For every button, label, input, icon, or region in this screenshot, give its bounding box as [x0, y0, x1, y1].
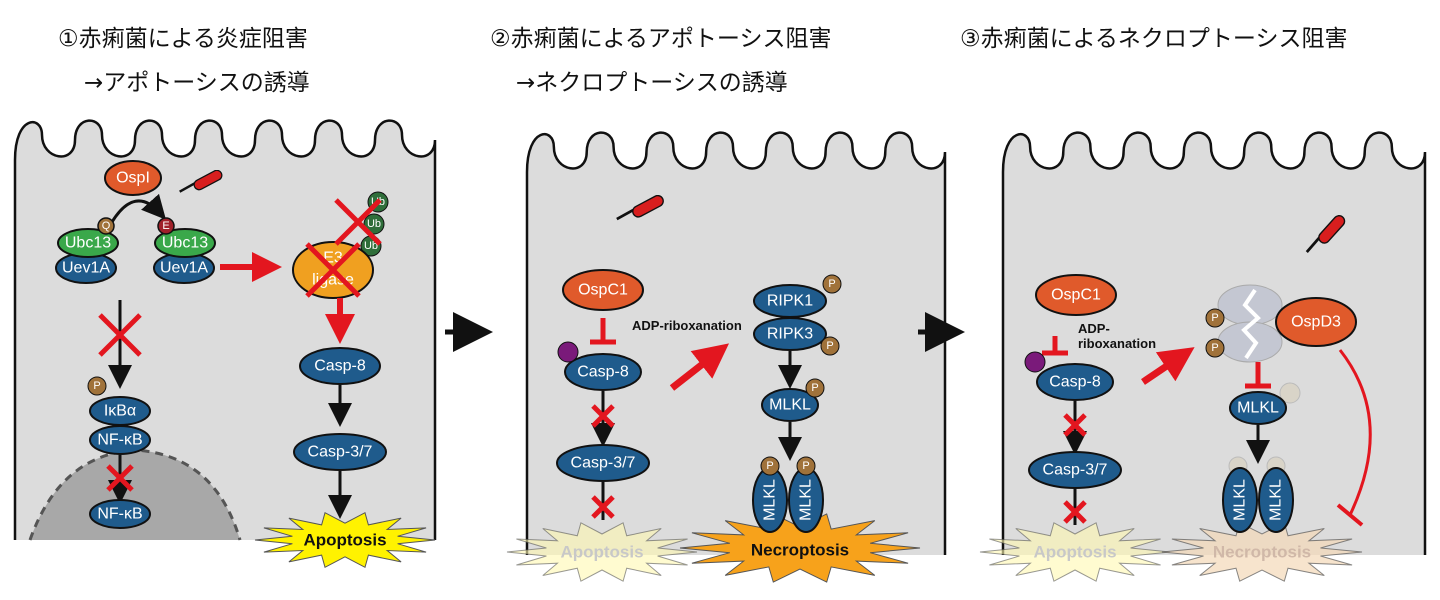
ospc1-label: OspC1	[1051, 287, 1101, 304]
nfkb-nucleus-label: NF-κB	[97, 506, 142, 523]
casp8-label: Casp-8	[314, 358, 366, 375]
ripk1-label: RIPK1	[767, 293, 813, 310]
blocked-x-icon	[591, 404, 615, 428]
ospi	[104, 160, 162, 196]
mlkl-label: MLKL	[1232, 479, 1249, 521]
phospho-label: P	[93, 380, 100, 392]
ubc13-label: Ubc13	[65, 235, 111, 252]
burst-shape	[679, 513, 921, 583]
panel1-title: ①赤痢菌による炎症阻害	[58, 26, 308, 52]
uev1a-label: Uev1A	[62, 260, 110, 277]
phospho-label: P	[828, 278, 835, 290]
burst-shape	[979, 522, 1171, 582]
blocked-x-icon	[1063, 500, 1087, 524]
necroptosis-label-faded: Necroptosis	[1213, 543, 1311, 562]
deamidation-arrow	[110, 193, 166, 223]
blocked-x-icon	[106, 464, 134, 492]
apoptosis-label-faded: Apoptosis	[1033, 543, 1116, 562]
ub-label: Ub	[367, 218, 381, 230]
ripk3-cleaved	[1217, 321, 1283, 363]
casp8-label: Casp-8	[577, 364, 629, 381]
cell-2	[525, 131, 947, 555]
adp-riboxanation-label: ADP-riboxanation	[632, 318, 742, 333]
blocked-x-icon	[305, 242, 361, 298]
blocked-x-icon	[98, 313, 142, 357]
phospho-label: P	[1211, 342, 1218, 354]
burst-shape	[1161, 522, 1363, 582]
nfkb-label: NF-κB	[97, 432, 142, 449]
blocked-x-icon	[1063, 413, 1087, 437]
casp37-label: Casp-3/7	[571, 455, 636, 472]
apoptosis-burst	[254, 511, 436, 569]
ospd3-inhibition-curve	[1338, 349, 1372, 516]
ripk3-label: RIPK3	[767, 326, 813, 343]
mlkl-label: MLKL	[769, 397, 811, 414]
adp-label: ADP-	[1078, 321, 1110, 336]
blocked-x-icon	[334, 198, 382, 246]
ospd3-label: OspD3	[1291, 314, 1341, 331]
necroptosis-label: Necroptosis	[751, 541, 849, 560]
panel2: OspC1 ADP-riboxanation Casp-8 Casp-3/7 R…	[506, 195, 921, 583]
phospho-label: P	[766, 460, 773, 472]
casp37-label: Casp-3/7	[1043, 462, 1108, 479]
q-residue: Q	[102, 220, 111, 232]
panel2-title: ②赤痢菌によるアポトーシス阻害	[490, 26, 831, 52]
e-residue: E	[162, 220, 169, 232]
cleavage-zigzag	[1241, 288, 1261, 360]
mlkl-label: MLKL	[798, 479, 815, 521]
ub-label: Ub	[364, 240, 378, 252]
phospho-label: P	[1211, 312, 1218, 324]
riboxanation-label: riboxanation	[1078, 336, 1156, 351]
phospho-label: P	[802, 460, 809, 472]
casp8-label: Casp-8	[1049, 374, 1101, 391]
ripk1-cleaved	[1217, 284, 1283, 326]
apoptosis-label-faded: Apoptosis	[560, 543, 643, 562]
ligase-label: ligase	[312, 272, 354, 289]
mlkl-label: MLKL	[1237, 400, 1279, 417]
phospho-label: P	[811, 382, 818, 394]
ospc1-label: OspC1	[578, 282, 628, 299]
burst-shape	[506, 522, 698, 582]
panel3: OspC1 ADP- riboxanation Casp-8 Casp-3/7 …	[979, 211, 1372, 582]
ubc13-label: Ubc13	[162, 235, 208, 252]
casp37-label: Casp-3/7	[308, 444, 373, 461]
panel1-subtitle: →アポトーシスの誘導	[84, 70, 310, 96]
uev1a-label: Uev1A	[160, 260, 208, 277]
panel2-subtitle: →ネクロプトーシスの誘導	[516, 70, 788, 96]
phospho-label: P	[826, 340, 833, 352]
burst-shape	[254, 511, 436, 569]
mlkl-label: MLKL	[762, 479, 779, 521]
blocked-x-icon	[591, 495, 615, 519]
mlkl-label: MLKL	[1268, 479, 1285, 521]
panel3-title: ③赤痢菌によるネクロプトーシス阻害	[960, 26, 1347, 52]
apoptosis-label: Apoptosis	[303, 531, 386, 550]
panel1: OspI Uev1A Ubc13 Q Uev1A Ubc13 E Ub Ub U…	[28, 160, 436, 569]
ospi-label: OspI	[116, 170, 150, 187]
ikba-label: IκBα	[104, 403, 136, 420]
